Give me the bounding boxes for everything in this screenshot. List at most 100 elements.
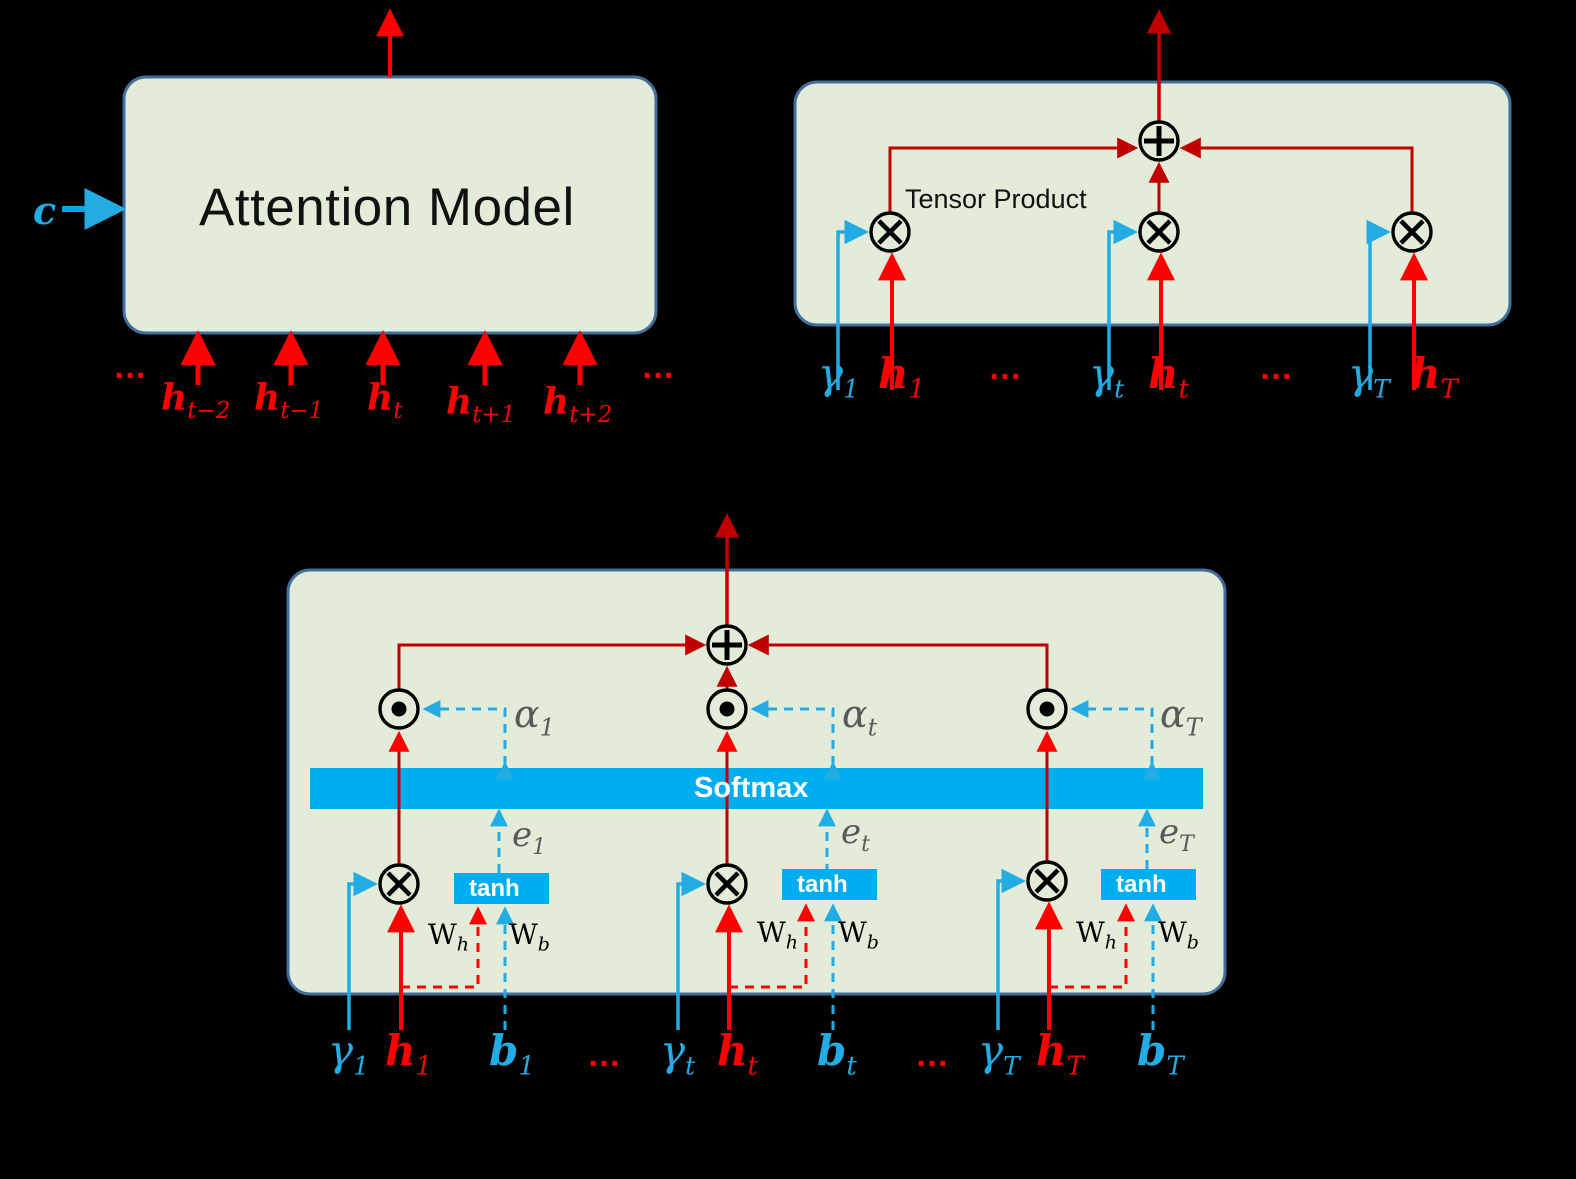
panel-a-input-base-2: h xyxy=(254,377,281,419)
panel-c-bus-left xyxy=(397,634,707,691)
energy-base-2: e xyxy=(841,812,862,852)
panel-b-gamma-label-1: γ1 xyxy=(818,353,860,404)
panel-c-alpha-path-3 xyxy=(1070,700,1161,780)
tanh-label-3: tanh xyxy=(1116,871,1167,898)
panel-b-gamma-sub-3: T xyxy=(1373,374,1390,404)
panel-c-gamma-base-1: γ xyxy=(328,1026,354,1075)
panel-c-gamma-label-1: γ1 xyxy=(328,1030,369,1079)
weight-h-base-1: W xyxy=(428,918,457,951)
panel-b-h-label-3: hT xyxy=(1410,353,1458,405)
weight-h-base-2: W xyxy=(757,916,786,949)
panel-c-group xyxy=(286,513,1227,1030)
weight-b-base-2: W xyxy=(838,916,867,949)
panel-b-h-label-2: ht xyxy=(1148,353,1189,405)
panel-c-b-label-2: bt xyxy=(817,1030,857,1080)
panel-b-bus-right xyxy=(1179,137,1414,213)
panel-c-b-base-3: b xyxy=(1137,1026,1167,1075)
panel-c-gamma-label-2: γt xyxy=(660,1030,695,1079)
panel-b-gamma-base-3: γ xyxy=(1348,349,1374,398)
panel-b-gamma-base-2: γ xyxy=(1089,349,1115,398)
weight-b-sub-3: b xyxy=(1186,931,1199,954)
panel-b-gamma-sub-2: t xyxy=(1114,374,1125,404)
panel-a-input-label-3: ht xyxy=(367,380,402,423)
energy-base-3: e xyxy=(1159,812,1180,852)
alpha-sub-2: t xyxy=(867,713,878,742)
panel-b-gamma-path-3 xyxy=(1366,219,1391,390)
weight-h-label-3: Wh xyxy=(1076,919,1117,953)
panel-a-input-label-2: ht−1 xyxy=(254,380,323,423)
panel-c-h-label-1: h1 xyxy=(385,1030,433,1082)
panel-c-gamma-path-2 xyxy=(676,871,706,1030)
softmax-label: Softmax xyxy=(694,772,809,804)
energy-sub-1: 1 xyxy=(532,834,547,860)
panel-a-input-sub-1: t−2 xyxy=(187,398,231,425)
panel-b-gamma-sub-1: 1 xyxy=(843,374,860,404)
alpha-base-3: α xyxy=(1160,692,1186,736)
energy-sub-2: t xyxy=(861,831,870,857)
panel-a-input-sub-2: t−1 xyxy=(280,398,324,425)
energy-label-1: e1 xyxy=(512,818,546,859)
panel-c-gamma-path-3 xyxy=(996,868,1026,1030)
panel-a-input-label-5: ht+2 xyxy=(543,384,612,427)
panel-b-gamma-label-2: γt xyxy=(1089,353,1125,404)
panel-c-h-base-3: h xyxy=(1036,1026,1067,1075)
panel-c-alpha-path-2 xyxy=(750,700,842,780)
panel-b-bus-left xyxy=(888,137,1139,213)
context-label: c xyxy=(33,188,57,233)
panel-b-h-sub-1: 1 xyxy=(908,374,926,405)
panel-c-wh-path-2 xyxy=(729,903,815,989)
panel-b-h-base-2: h xyxy=(1148,349,1179,398)
panel-a-input-sub-3: t xyxy=(393,398,403,425)
panel-c-ellipsis-1: … xyxy=(587,1036,623,1074)
weight-b-sub-1: b xyxy=(537,933,550,956)
tanh-label-1: tanh xyxy=(469,875,520,902)
panel-c-h-sub-1: 1 xyxy=(415,1051,433,1082)
panel-a-left-ellipsis: … xyxy=(113,348,149,386)
panel-b-ellipsis-2: … xyxy=(1259,349,1295,387)
energy-label-2: et xyxy=(841,815,870,856)
panel-b-h-sub-2: t xyxy=(1178,374,1189,405)
panel-c-ellipsis-2: … xyxy=(915,1036,951,1074)
alpha-sub-3: T xyxy=(1185,713,1202,742)
panel-c-h-label-3: hT xyxy=(1036,1030,1084,1082)
panel-b-h-base-3: h xyxy=(1410,349,1441,398)
weight-b-sub-2: b xyxy=(866,931,879,954)
alpha-base-1: α xyxy=(514,692,540,736)
weight-h-label-1: Wh xyxy=(428,921,469,955)
panel-c-gamma-base-3: γ xyxy=(978,1026,1004,1075)
panel-c-alpha-path-1 xyxy=(422,700,514,780)
panel-a-input-label-1: ht−2 xyxy=(161,380,230,423)
panel-c-h-base-1: h xyxy=(385,1026,416,1075)
panel-c-gamma-path-1 xyxy=(347,871,378,1030)
panel-c-wh-path-1 xyxy=(401,906,487,989)
panel-c-gamma-base-2: γ xyxy=(660,1026,686,1075)
panel-a-input-base-4: h xyxy=(446,381,473,423)
energy-base-1: e xyxy=(512,815,533,855)
weight-h-base-3: W xyxy=(1076,916,1105,949)
panel-b-gamma-base-1: γ xyxy=(818,349,844,398)
panel-c-h-sub-3: T xyxy=(1066,1051,1084,1082)
panel-c-b-label-1: b1 xyxy=(489,1030,535,1080)
panel-b-h-label-1: h1 xyxy=(878,353,926,405)
panel-a-input-sub-5: t+2 xyxy=(569,402,613,429)
energy-sub-3: T xyxy=(1179,831,1194,857)
alpha-label-1: α1 xyxy=(514,695,555,740)
tanh-box-3 xyxy=(1101,869,1196,900)
weight-h-label-2: Wh xyxy=(757,919,798,953)
weight-b-label-1: Wb xyxy=(509,921,550,955)
panel-c-b-base-1: b xyxy=(489,1026,519,1075)
panel-b-gamma-label-3: γT xyxy=(1348,353,1390,404)
panel-c-h-sub-2: t xyxy=(747,1051,758,1082)
page-title: Attention Model xyxy=(199,178,575,237)
panel-a-input-base-3: h xyxy=(367,377,394,419)
panel-b-h-sub-3: T xyxy=(1440,374,1458,405)
weight-b-label-3: Wb xyxy=(1158,919,1199,953)
panel-c-h-base-2: h xyxy=(717,1026,748,1075)
panel-c-b-sub-3: T xyxy=(1166,1051,1184,1082)
panel-b-gamma-path-1 xyxy=(836,219,869,390)
panel-b-group xyxy=(793,9,1512,390)
panel-c-bus-right xyxy=(747,634,1049,691)
panel-a-input-base-5: h xyxy=(543,381,570,423)
